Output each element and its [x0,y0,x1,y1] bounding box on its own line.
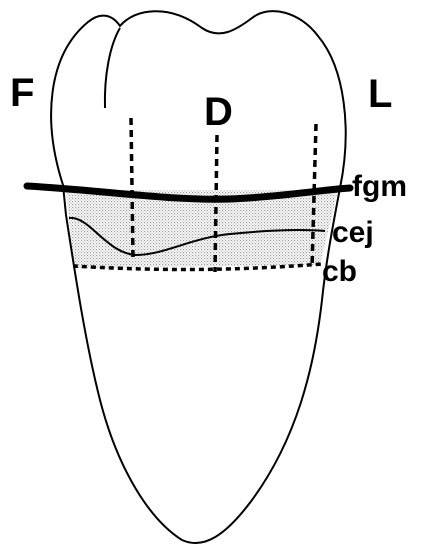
label-lingual: L [368,74,392,114]
label-distal: D [204,92,233,132]
cusp-groove [105,28,120,108]
label-fgm: fgm [352,172,407,202]
label-facial: F [10,73,34,113]
label-cb: cb [322,257,357,287]
label-cej: cej [332,218,374,248]
tooth-outline [51,11,346,543]
